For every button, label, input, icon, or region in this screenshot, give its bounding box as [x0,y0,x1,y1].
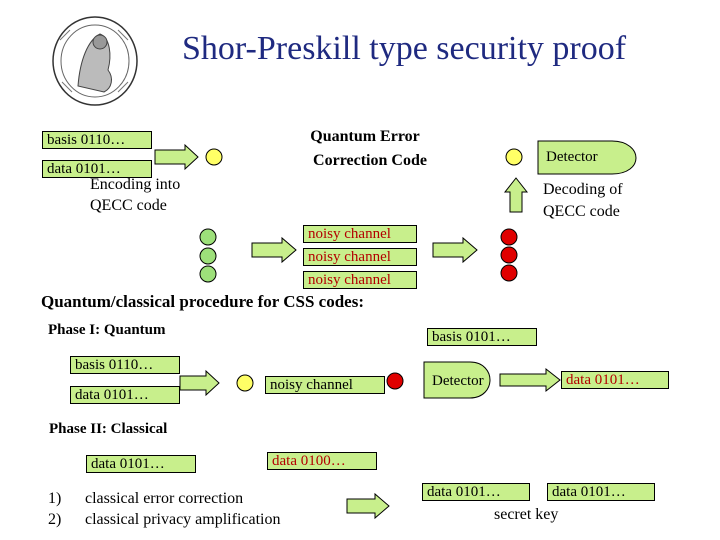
qubit-red-3 [500,264,518,282]
procedure-title: Quantum/classical procedure for CSS code… [41,292,365,311]
step-2-text: classical privacy amplification [85,511,281,528]
secret-key-label: secret key [494,506,559,523]
detector-shape-phase1 [423,361,491,399]
phase2-data-error-box: data 0100… [267,452,377,470]
detector-shape-top [537,140,637,175]
decode-up-arrow [503,177,529,213]
noisy-right-arrow-1 [251,236,297,264]
qecc-label-line1: Quantum Error [310,128,420,145]
qecc-label-line2: Correction Code [313,152,427,169]
qubit-red-phase1 [386,372,404,390]
step-2-number: 2) [48,511,62,528]
noisy-channel-box-1: noisy channel [303,225,417,243]
phase1-basis-output-box: basis 0101… [427,328,537,346]
phase2-heading: Phase II: Classical [49,421,168,437]
noisy-channel-box-3: noisy channel [303,271,417,289]
qubit-red-1 [500,228,518,246]
result-data-box-b: data 0101… [547,483,655,501]
qubit-green-2 [199,247,217,265]
qubit-yellow-encode [205,148,223,166]
phase1-basis-input-box: basis 0110… [70,356,180,374]
qubit-red-2 [500,246,518,264]
noisy-channel-box-2: noisy channel [303,248,417,266]
phase1-data-input-box: data 0101… [70,386,180,404]
data-input-box: data 0101… [42,160,152,178]
qubit-green-3 [199,265,217,283]
qubit-yellow-phase1 [236,374,254,392]
phase1-data-output-box: data 0101… [561,371,669,389]
phase1-noisy-channel-box: noisy channel [265,376,385,394]
basis-input-box: basis 0110… [42,131,152,149]
phase1-arrow [179,369,220,397]
result-data-box-a: data 0101… [422,483,530,501]
encode-arrow [154,143,199,171]
qubit-yellow-decode [505,148,523,166]
page-title: Shor-Preskill type security proof [182,30,627,67]
encoding-label-line2: QECC code [90,197,167,214]
decoding-label-line1: Decoding of [543,181,623,198]
step-1-number: 1) [48,490,62,507]
phase2-arrow [346,492,390,520]
phase2-data-input-box: data 0101… [86,455,196,473]
encoding-label-line1: Encoding into [90,176,181,193]
noisy-right-arrow-2 [432,236,478,264]
phase1-heading: Phase I: Quantum [48,322,166,338]
academy-seal-logo [52,16,138,106]
phase1-detector-label: Detector [432,373,484,389]
phase1-output-arrow [499,367,561,393]
qubit-green-1 [199,228,217,246]
decoding-label-line2: QECC code [543,203,620,220]
step-1-text: classical error correction [85,490,244,507]
detector-label-top: Detector [546,149,598,165]
